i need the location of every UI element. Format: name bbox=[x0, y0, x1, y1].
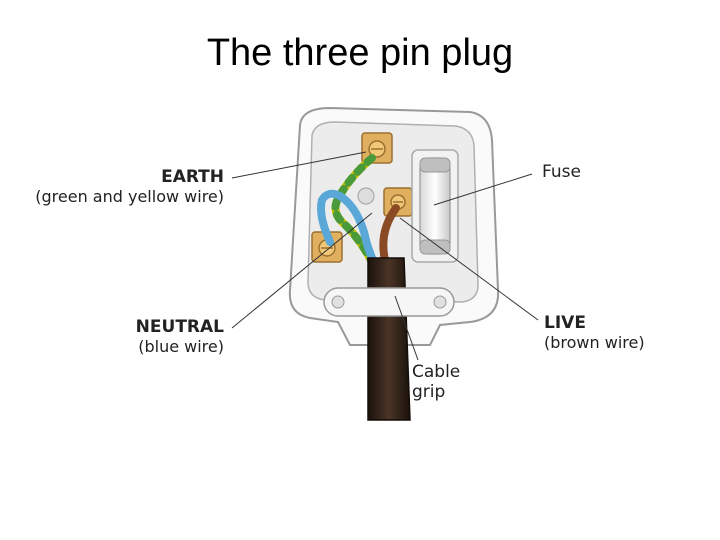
live-wire bbox=[379, 204, 400, 268]
earth-label-detail: (green and yellow wire) bbox=[35, 187, 224, 206]
live-label-name: LIVE bbox=[544, 313, 586, 333]
centre-screw bbox=[357, 187, 375, 205]
live-label-detail: (brown wire) bbox=[544, 333, 645, 352]
earth-leader-line bbox=[231, 151, 367, 179]
cable-grip-label: Cable grip bbox=[412, 362, 460, 402]
neutral-wire bbox=[317, 189, 378, 266]
cable-grip-label-line1: Cable bbox=[412, 362, 461, 382]
live-leader-line bbox=[399, 217, 539, 321]
neutral-label-detail: (blue wire) bbox=[138, 337, 224, 356]
page-title: The three pin plug bbox=[206, 32, 514, 74]
live-label: LIVE (brown wire) bbox=[544, 313, 645, 353]
neutral-label: NEUTRAL (blue wire) bbox=[136, 317, 224, 357]
neutral-label-name: NEUTRAL bbox=[135, 317, 224, 337]
fuse-leader-line bbox=[433, 173, 533, 206]
fuse-label: Fuse bbox=[542, 162, 581, 182]
cable-grip-leader-line bbox=[394, 295, 419, 361]
cable-grip-label-line2: grip bbox=[412, 382, 446, 402]
earth-label-name: EARTH bbox=[161, 167, 224, 187]
earth-label: EARTH (green and yellow wire) bbox=[35, 167, 224, 207]
cable bbox=[367, 257, 411, 421]
fuse-label-name: Fuse bbox=[542, 162, 581, 182]
cable-grip-bar bbox=[323, 287, 455, 317]
neutral-leader-line bbox=[231, 212, 373, 329]
